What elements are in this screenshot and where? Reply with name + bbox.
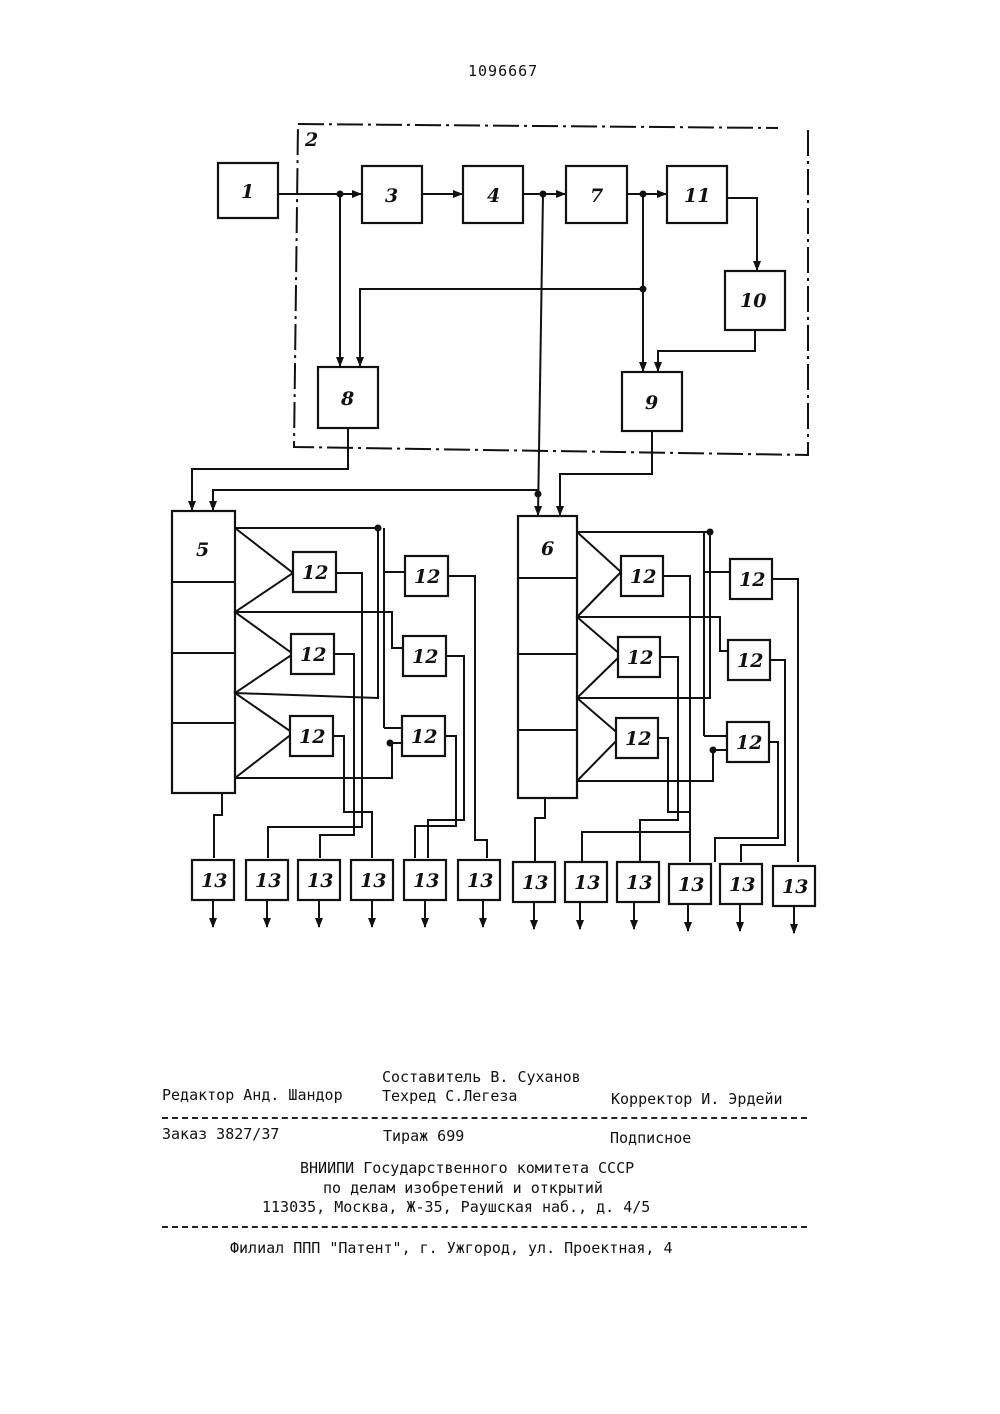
divider — [162, 1117, 807, 1119]
label-13: 13 — [574, 872, 600, 894]
order-line: Заказ 3827/37 — [162, 1125, 279, 1143]
label-block-3: 3 — [385, 185, 398, 207]
label-12: 12 — [414, 566, 440, 588]
label-12: 12 — [625, 728, 651, 750]
label-block-10: 10 — [740, 290, 766, 312]
label-12: 12 — [737, 650, 763, 672]
label-12: 12 — [302, 562, 328, 584]
label-block-1: 1 — [241, 181, 254, 203]
label-12: 12 — [411, 726, 437, 748]
corrector-line: Корректор И. Эрдейи — [611, 1090, 783, 1108]
circulation-line: Тираж 699 — [383, 1127, 464, 1145]
label-13: 13 — [782, 876, 808, 898]
label-13: 13 — [360, 870, 386, 892]
label-13: 13 — [307, 870, 333, 892]
label-13: 13 — [255, 870, 281, 892]
label-12: 12 — [300, 644, 326, 666]
label-12: 12 — [736, 732, 762, 754]
label-unit-2: 2 — [304, 129, 318, 151]
label-register-5: 5 — [196, 539, 209, 561]
subscription-line: Подписное — [610, 1129, 691, 1147]
label-register-6: 6 — [541, 538, 554, 560]
editor-line: Редактор Анд. Шандор — [162, 1086, 343, 1104]
label-12: 12 — [299, 726, 325, 748]
compiler-line: Составитель В. Суханов — [382, 1068, 581, 1086]
label-13: 13 — [729, 874, 755, 896]
org-line-2: по делам изобретений и открытий — [323, 1179, 603, 1197]
label-13: 13 — [678, 874, 704, 896]
divider — [162, 1226, 807, 1228]
label-13: 13 — [413, 870, 439, 892]
org-line-1: ВНИИПИ Государственного комитета СССР — [300, 1159, 634, 1177]
branch-line: Филиал ППП "Патент", г. Ужгород, ул. Про… — [230, 1239, 673, 1257]
label-block-11: 11 — [684, 185, 710, 207]
label-13: 13 — [522, 872, 548, 894]
label-13: 13 — [467, 870, 493, 892]
techred-line: Техред С.Легеза — [382, 1087, 517, 1105]
label-12: 12 — [412, 646, 438, 668]
label-13: 13 — [201, 870, 227, 892]
label-block-4: 4 — [487, 185, 500, 207]
label-13: 13 — [626, 872, 652, 894]
label-block-7: 7 — [590, 185, 603, 207]
org-address: 113035, Москва, Ж-35, Раушская наб., д. … — [262, 1198, 650, 1216]
label-12: 12 — [627, 647, 653, 669]
label-block-8: 8 — [340, 388, 354, 410]
label-block-9: 9 — [645, 392, 658, 414]
label-12: 12 — [739, 569, 765, 591]
block-diagram: 2 1 3 4 7 11 10 8 9 5 12 12 1 — [0, 0, 1000, 1000]
label-12: 12 — [630, 566, 656, 588]
output-blocks-13: 13 13 13 13 13 13 13 13 13 13 13 13 — [192, 860, 815, 933]
